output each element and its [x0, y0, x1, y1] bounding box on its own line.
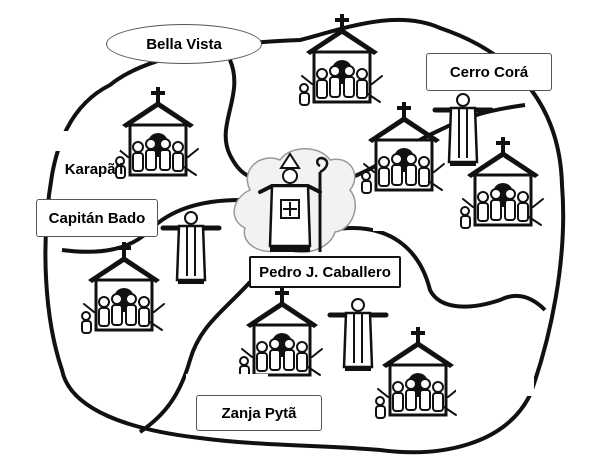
label-cerro-cora: Cerro Corá: [426, 53, 552, 91]
church-icon-south-east: [374, 325, 460, 420]
church-icon-zanja-pyta: [238, 285, 324, 380]
district-line-south: [138, 280, 252, 434]
priest-icon-capitan-bado: [163, 212, 219, 284]
church-icon-bella-vista: [298, 12, 384, 107]
label-zanja-pyta: Zanja Pytã: [196, 395, 322, 431]
blank-label-space: [80, 352, 164, 372]
blank-label-space: [48, 131, 120, 151]
blank-label-space: [186, 374, 268, 392]
label-bella-vista: Bella Vista: [106, 24, 262, 64]
outer-boundary: [43, 17, 566, 455]
church-icon-east: [360, 100, 446, 195]
church-icon-capitan-bado: [80, 240, 166, 335]
blank-label-space: [298, 118, 370, 136]
blank-label-space: [474, 244, 550, 264]
label-karapai: Karapã'i: [64, 160, 124, 178]
district-line-center: [329, 226, 547, 312]
priest-icon-south: [330, 299, 386, 371]
blank-label-space: [456, 378, 534, 396]
blank-label-space: [373, 213, 445, 231]
label-capitan-bado: Capitán Bado: [36, 199, 158, 237]
label-pedro-j-caballero: Pedro J. Caballero: [249, 256, 401, 288]
